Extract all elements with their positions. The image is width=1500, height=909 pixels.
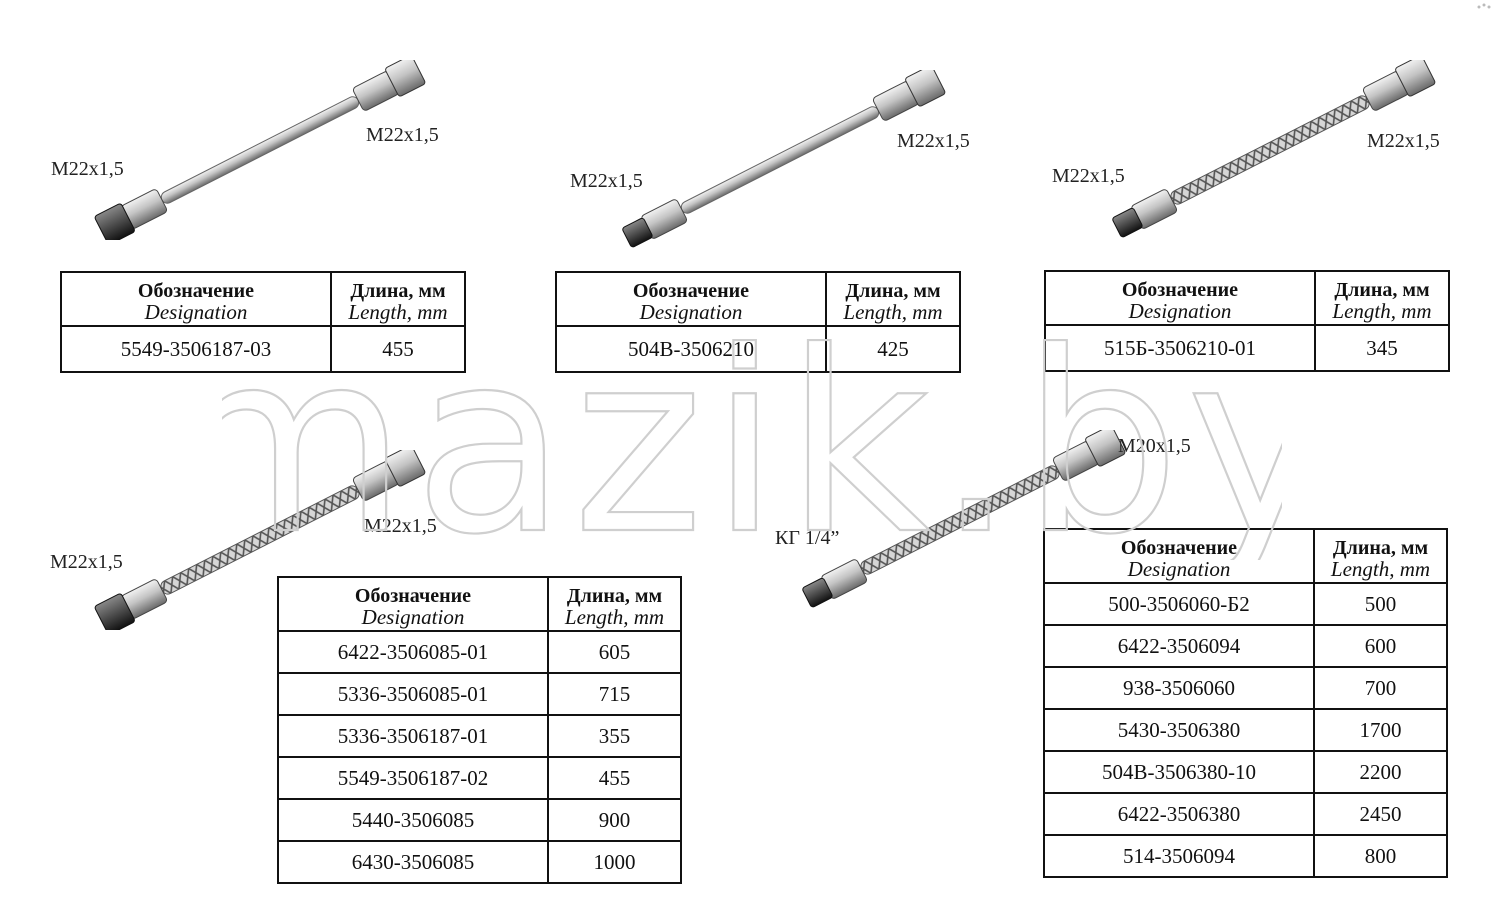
col-designation-header: Обозначение Designation [277,576,549,632]
hose-3-label-left: M22x1,5 [1052,165,1125,187]
hose-2-label-left: M22x1,5 [570,170,643,192]
designation-cell: 5440-3506085 [277,798,549,842]
designation-cell: 5549-3506187-02 [277,756,549,800]
table-row: 504В-3506380-10 2200 [1043,750,1448,794]
table-row: 5430-3506380 1700 [1043,708,1448,752]
col-length-header: Длина, мм Length, mm [1313,528,1448,584]
length-cell: 355 [547,714,682,758]
length-cell: 455 [330,325,466,373]
hose-4-label-right: M22x1,5 [364,515,437,537]
designation-cell: 514-3506094 [1043,834,1315,878]
col-designation-header: Обозначение Designation [60,271,332,327]
table-row: 6422-3506094 600 [1043,624,1448,668]
designation-cell: 6422-3506094 [1043,624,1315,668]
table-row: 6422-3506380 2450 [1043,792,1448,836]
length-cell: 900 [547,798,682,842]
length-cell: 500 [1313,582,1448,626]
length-cell: 715 [547,672,682,716]
hose-3-label-right: M22x1,5 [1367,130,1440,152]
length-cell: 1000 [547,840,682,884]
hose-5-label-right: M20x1,5 [1118,435,1191,457]
designation-cell: 500-3506060-Б2 [1043,582,1315,626]
table-row: 6430-3506085 1000 [277,840,682,884]
designation-cell: 5336-3506187-01 [277,714,549,758]
hose-2-label-right: M22x1,5 [897,130,970,152]
length-cell: 1700 [1313,708,1448,752]
spec-table-1: Обозначение Designation Длина, мм Length… [60,271,466,373]
table-row: 500-3506060-Б2 500 [1043,582,1448,626]
designation-cell: 515Б-3506210-01 [1044,324,1316,372]
length-cell: 455 [547,756,682,800]
designation-cell: 5549-3506187-03 [60,325,332,373]
spec-table-5: Обозначение Designation Длина, мм Length… [1043,528,1448,878]
designation-cell: 6422-3506085-01 [277,630,549,674]
length-cell: 600 [1313,624,1448,668]
table-row: 5549-3506187-03 455 [60,325,466,373]
length-cell: 800 [1313,834,1448,878]
designation-cell: 504В-3506210 [555,325,827,373]
table-row: 5549-3506187-02 455 [277,756,682,800]
table-row: 515Б-3506210-01 345 [1044,324,1450,372]
col-length-header: Длина, мм Length, mm [330,271,466,327]
length-cell: 345 [1314,324,1450,372]
col-designation-header: Обозначение Designation [1043,528,1315,584]
length-cell: 700 [1313,666,1448,710]
table-row: 514-3506094 800 [1043,834,1448,878]
table-row: 5336-3506085-01 715 [277,672,682,716]
length-cell: 2450 [1313,792,1448,836]
hose-5-illustration [802,430,1126,608]
length-cell: 605 [547,630,682,674]
table-row: 5440-3506085 900 [277,798,682,842]
table-row: 504В-3506210 425 [555,325,961,373]
table-row: 6422-3506085-01 605 [277,630,682,674]
col-length-header: Длина, мм Length, mm [547,576,682,632]
designation-cell: 938-3506060 [1043,666,1315,710]
designation-cell: 6430-3506085 [277,840,549,884]
hose-2-illustration [622,70,946,248]
table-row: 938-3506060 700 [1043,666,1448,710]
hose-4-illustration [94,450,426,630]
col-length-header: Длина, мм Length, mm [1314,270,1450,326]
spec-table-4: Обозначение Designation Длина, мм Length… [277,576,682,884]
designation-cell: 5430-3506380 [1043,708,1315,752]
hose-1-label-left: M22x1,5 [51,158,124,180]
col-length-header: Длина, мм Length, mm [825,271,961,327]
hose-5-label-left: КГ 1/4” [775,527,840,549]
hose-3-illustration [1112,60,1436,238]
designation-cell: 6422-3506380 [1043,792,1315,836]
hose-4-label-left: M22x1,5 [50,551,123,573]
corner-mark-icon [1477,3,1491,9]
col-designation-header: Обозначение Designation [555,271,827,327]
hose-1-illustration [94,60,426,240]
spec-table-2: Обозначение Designation Длина, мм Length… [555,271,961,373]
table-row: 5336-3506187-01 355 [277,714,682,758]
length-cell: 2200 [1313,750,1448,794]
designation-cell: 5336-3506085-01 [277,672,549,716]
hose-1-label-right: M22x1,5 [366,124,439,146]
col-designation-header: Обозначение Designation [1044,270,1316,326]
spec-table-3: Обозначение Designation Длина, мм Length… [1044,270,1450,372]
designation-cell: 504В-3506380-10 [1043,750,1315,794]
length-cell: 425 [825,325,961,373]
